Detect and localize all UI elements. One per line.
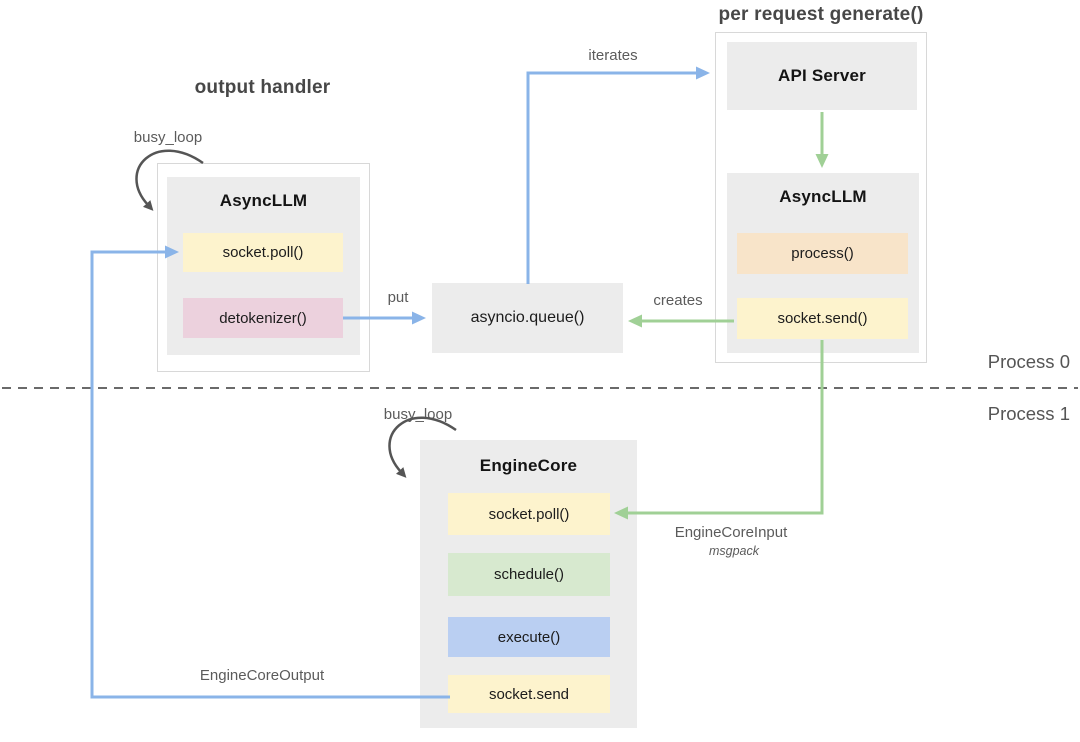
asyncio-queue-box: asyncio.queue() (432, 283, 623, 353)
socket-poll-item: socket.poll() (183, 233, 343, 272)
engine-socket-send-item: socket.send (448, 675, 610, 713)
msgpack-label: msgpack (708, 544, 760, 558)
asyncllm-output-box: AsyncLLM socket.poll() detokenizer() (167, 177, 360, 355)
process-0-label: Process 0 (987, 351, 1070, 372)
engine-socket-poll-item: socket.poll() (448, 493, 610, 535)
busy-loop-bottom-label: busy_loop (383, 406, 453, 423)
output-handler-title: output handler (194, 77, 331, 98)
creates-label: creates (653, 292, 703, 309)
iterates-arrow (526, 66, 710, 284)
socket-send-item: socket.send() (737, 298, 908, 339)
engine-core-label: EngineCore (479, 456, 578, 475)
schedule-item: schedule() (448, 553, 610, 596)
api-server-box: API Server (727, 42, 917, 110)
engine-core-output-label: EngineCoreOutput (199, 667, 325, 684)
engine-core-box: EngineCore socket.poll() schedule() exec… (420, 440, 637, 728)
iterates-label: iterates (588, 47, 638, 64)
engine-core-input-label: EngineCoreInput (674, 524, 788, 541)
execute-item: execute() (448, 617, 610, 657)
process-item: process() (737, 233, 908, 274)
process-1-label: Process 1 (987, 403, 1070, 424)
asyncllm-request-box: AsyncLLM process() socket.send() (727, 173, 919, 353)
detokenizer-item: detokenizer() (183, 298, 343, 338)
asyncllm-request-label: AsyncLLM (779, 187, 867, 206)
per-request-generate-title: per request generate() (718, 4, 924, 25)
put-label: put (387, 289, 409, 306)
asyncllm-output-label: AsyncLLM (219, 191, 308, 210)
busy-loop-top-label: busy_loop (133, 129, 203, 146)
engine-core-input-arrow (614, 340, 824, 520)
